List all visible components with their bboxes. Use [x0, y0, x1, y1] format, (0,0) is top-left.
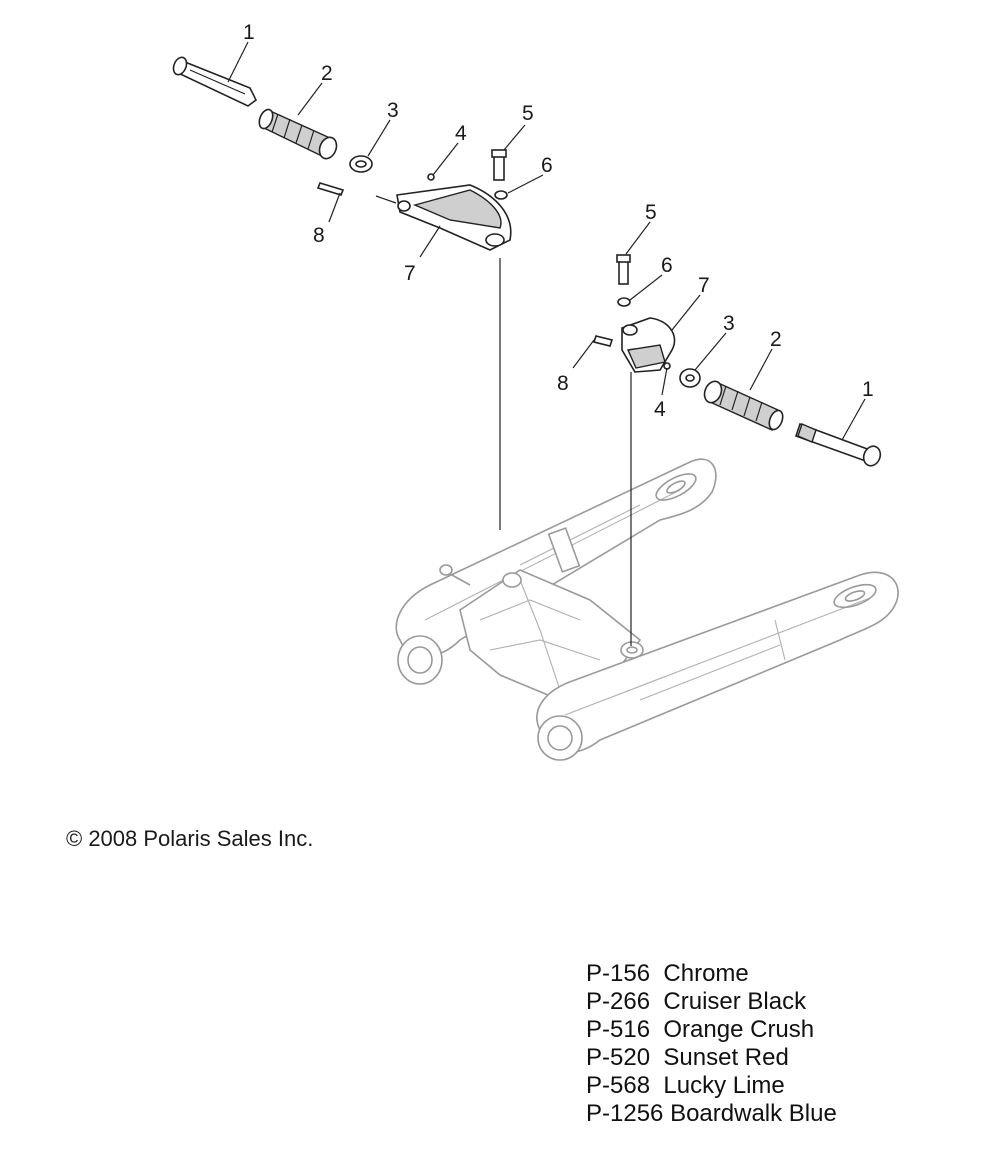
color-row: P-1256 Boardwalk Blue [586, 1100, 837, 1128]
footrest-bracket-7-upper [396, 184, 512, 251]
upper-footrest-assembly: 1 2 3 4 5 6 7 8 [172, 21, 553, 285]
color-row: P-516 Orange Crush [586, 1016, 837, 1044]
callout-lower-5: 5 [645, 201, 657, 224]
clevis-pin-8-lower [592, 335, 614, 347]
callout-upper-8: 8 [313, 224, 325, 247]
cotter-pin-4-upper [427, 173, 435, 181]
callout-upper-2: 2 [321, 62, 333, 85]
callout-upper-3: 3 [387, 99, 399, 122]
footpeg-rubber-2-upper [258, 108, 338, 160]
color-row: P-520 Sunset Red [586, 1044, 837, 1072]
copyright-notice: © 2008 Polaris Sales Inc. [66, 826, 314, 851]
footpeg-rubber-2-lower [703, 380, 784, 431]
color-code: P-266 [586, 988, 651, 1015]
color-code: P-516 [586, 1016, 651, 1043]
color-name: Orange Crush [663, 1016, 815, 1043]
color-code: P-568 [586, 1072, 651, 1099]
callout-lower-4: 4 [654, 398, 666, 421]
color-name: Chrome [663, 960, 749, 987]
callout-lower-8: 8 [557, 372, 569, 395]
color-row: P-568 Lucky Lime [586, 1072, 837, 1100]
callout-upper-6: 6 [541, 154, 553, 177]
paint-color-list: P-156 Chrome P-266 Cruiser Black P-516 O… [586, 960, 837, 1128]
bolt-5-lower [616, 254, 631, 285]
color-code: P-1256 [586, 1100, 664, 1127]
footrest-bracket-7-lower [621, 317, 676, 373]
lower-footrest-assembly: 5 6 7 3 2 1 8 4 [557, 201, 882, 467]
callout-lower-1: 1 [862, 378, 874, 401]
swingarm-frame [395, 458, 899, 761]
callout-lower-7: 7 [698, 274, 710, 297]
washer-6-lower [617, 297, 631, 307]
footpeg-1-lower [794, 422, 882, 467]
color-name: Boardwalk Blue [670, 1100, 837, 1127]
clevis-pin-8-upper [316, 182, 345, 196]
callout-upper-4: 4 [455, 122, 467, 145]
bolt-5-upper [491, 149, 507, 181]
color-code: P-156 [586, 960, 651, 987]
color-row: P-156 Chrome [586, 960, 837, 988]
callout-lower-6: 6 [661, 254, 673, 277]
callout-upper-5: 5 [522, 102, 534, 125]
callout-lower-2: 2 [770, 328, 782, 351]
color-name: Sunset Red [663, 1044, 789, 1071]
callout-lower-3: 3 [723, 312, 735, 335]
color-code: P-520 [586, 1044, 651, 1071]
footpeg-1-upper [172, 56, 258, 107]
callout-upper-1: 1 [243, 21, 255, 44]
callout-upper-7: 7 [404, 262, 416, 285]
color-name: Lucky Lime [663, 1072, 785, 1099]
color-name: Cruiser Black [663, 988, 807, 1015]
washer-6-upper [494, 190, 508, 200]
color-row: P-266 Cruiser Black [586, 988, 837, 1016]
